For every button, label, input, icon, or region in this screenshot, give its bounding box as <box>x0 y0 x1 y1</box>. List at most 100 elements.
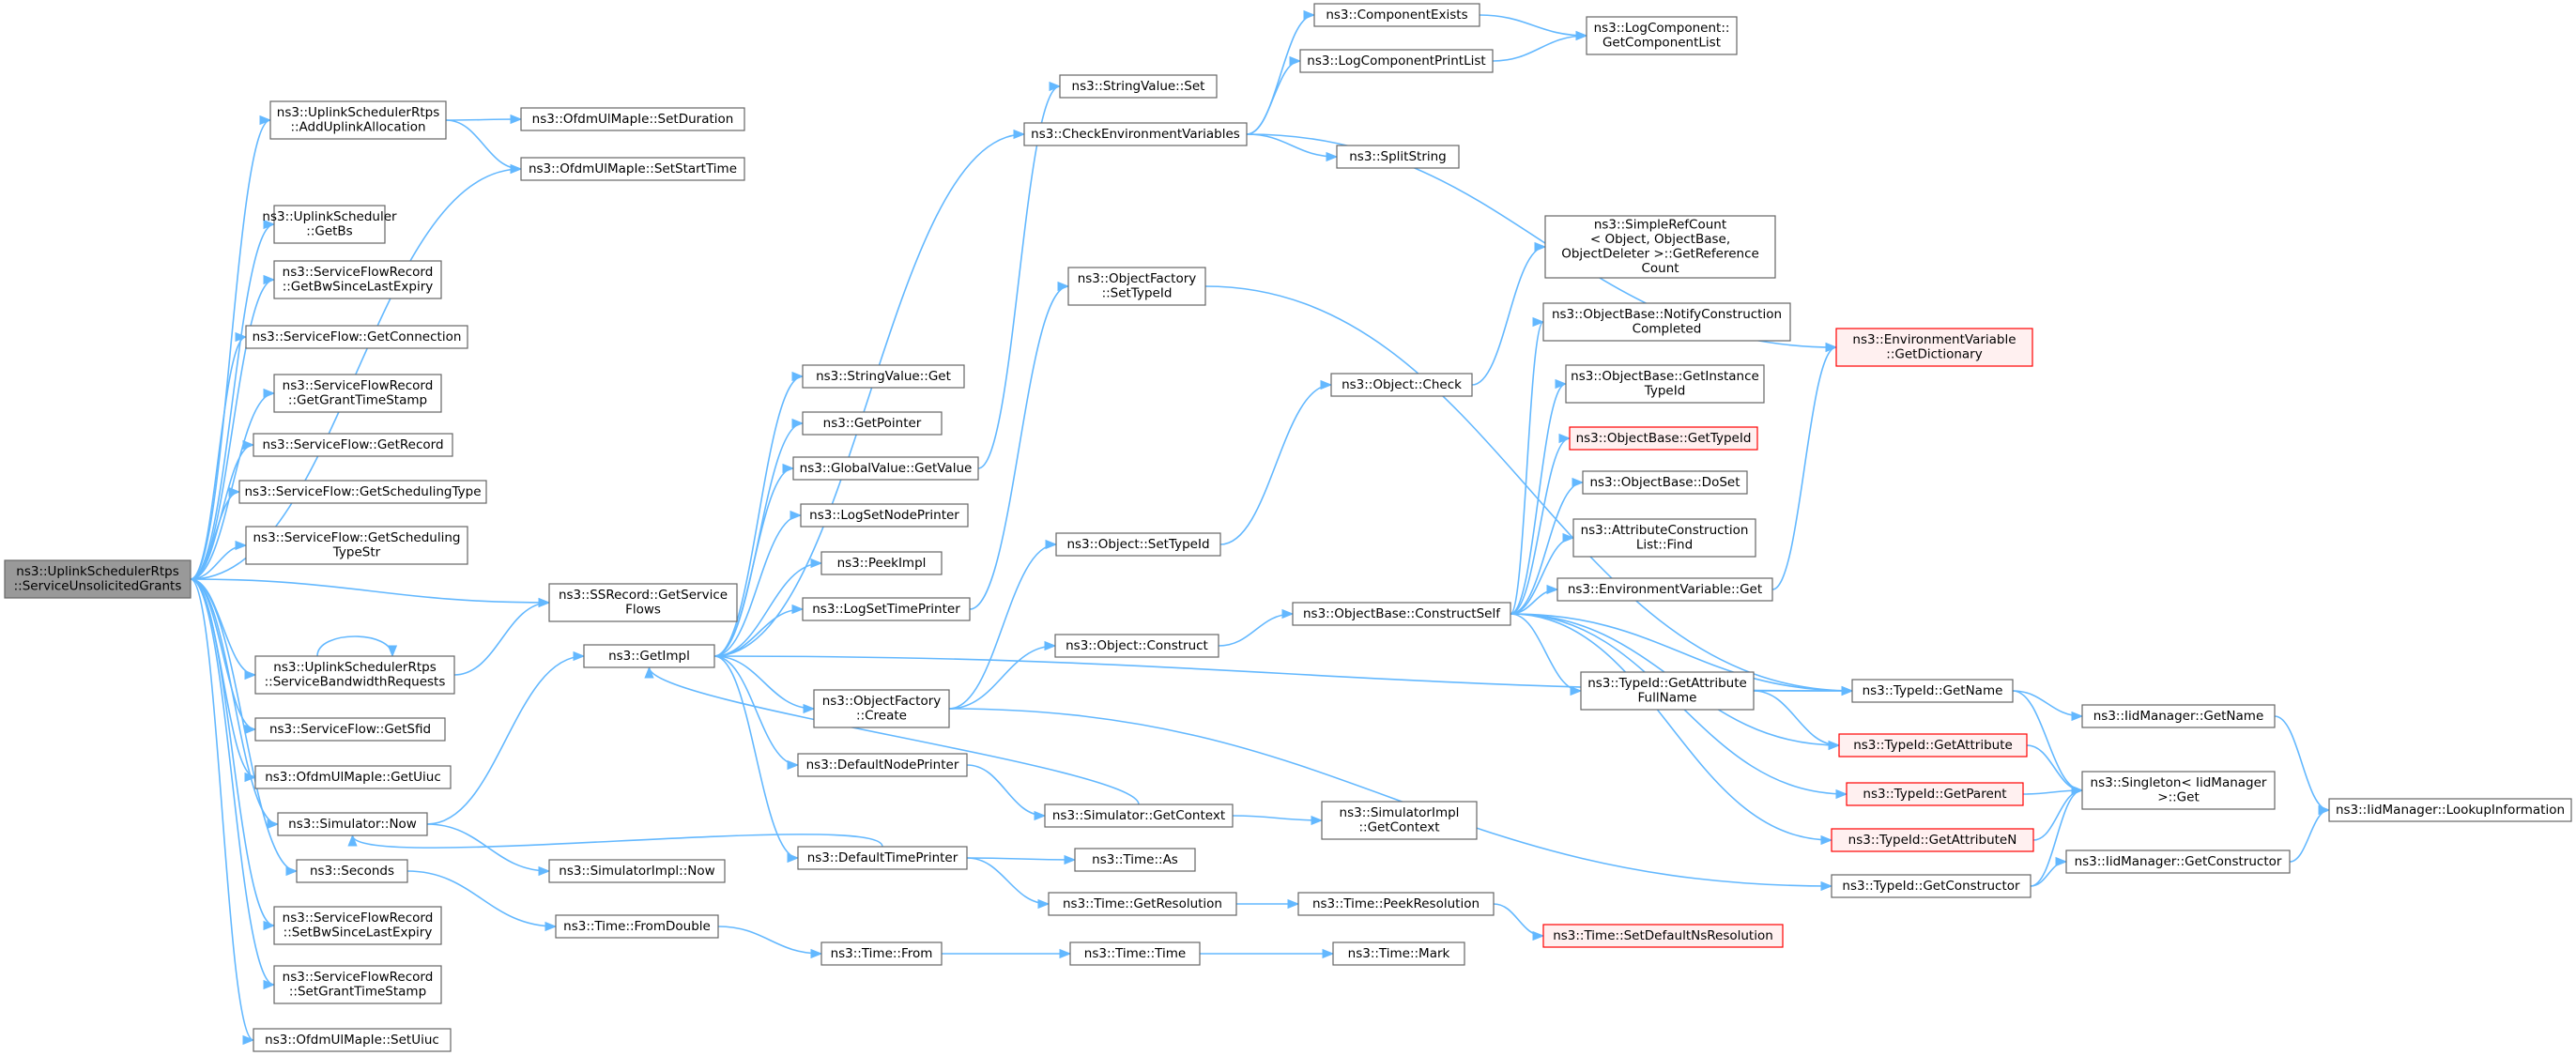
node-log-comp-get-list[interactable]: ns3::LogComponent::GetComponentList <box>1586 16 1738 55</box>
node-time-time[interactable]: ns3::Time::Time <box>1069 941 1201 966</box>
node-root[interactable]: ns3::UplinkSchedulerRtps::ServiceUnsolic… <box>4 559 192 599</box>
node-def-time-printer[interactable]: ns3::DefaultTimePrinter <box>797 846 968 870</box>
node-tid-get-name[interactable]: ns3::TypeId::GetName <box>1851 679 2014 703</box>
edge-iid-get-ctor-to-iid-lookup <box>2289 804 2331 863</box>
node-split-string[interactable]: ns3::SplitString <box>1336 145 1460 169</box>
node-label-line: ns3::Simulator::GetContext <box>1052 808 1225 823</box>
node-set-grant-ts[interactable]: ns3::ServiceFlowRecord::SetGrantTimeStam… <box>273 965 442 1004</box>
node-peek-impl[interactable]: ns3::PeekImpl <box>820 551 943 575</box>
node-env-get[interactable]: ns3::EnvironmentVariable::Get <box>1556 577 1773 602</box>
node-get-pointer[interactable]: ns3::GetPointer <box>802 411 943 436</box>
node-ob-get-type-id[interactable]: ns3::ObjectBase::GetTypeId <box>1569 426 1758 451</box>
node-ob-notify[interactable]: ns3::ObjectBase::NotifyConstructionCompl… <box>1542 302 1791 342</box>
node-log-comp-print[interactable]: ns3::LogComponentPrintList <box>1299 49 1494 73</box>
node-label-line: < Object, ObjectBase, <box>1590 232 1730 247</box>
node-label-line: ns3::ServiceFlowRecord <box>283 970 434 985</box>
node-time-mark[interactable]: ns3::Time::Mark <box>1332 941 1465 966</box>
node-set-bw-since[interactable]: ns3::ServiceFlowRecord::SetBwSinceLastEx… <box>273 906 442 945</box>
node-of-create[interactable]: ns3::ObjectFactory::Create <box>813 689 950 728</box>
node-box <box>1580 671 1755 711</box>
node-sim-now[interactable]: ns3::Simulator::Now <box>277 812 428 836</box>
node-box <box>548 583 738 622</box>
node-get-bw-since[interactable]: ns3::ServiceFlowRecord::GetBwSinceLastEx… <box>273 260 442 299</box>
node-label-line: ns3::Singleton< IidManager <box>2091 775 2267 790</box>
node-label-line: ns3::LogSetNodePrinter <box>809 508 959 523</box>
node-obj-set-type-id[interactable]: ns3::Object::SetTypeId <box>1055 532 1221 557</box>
node-sim-impl-now[interactable]: ns3::SimulatorImpl::Now <box>548 859 726 883</box>
node-def-node-printer[interactable]: ns3::DefaultNodePrinter <box>797 753 968 777</box>
node-time-set-def-ns[interactable]: ns3::Time::SetDefaultNsResolution <box>1542 924 1784 948</box>
node-simple-ref-count[interactable]: ns3::SimpleRefCount< Object, ObjectBase,… <box>1544 215 1776 279</box>
node-box <box>1582 470 1748 495</box>
node-ob-do-set[interactable]: ns3::ObjectBase::DoSet <box>1582 470 1748 495</box>
node-set-duration[interactable]: ns3::OfdmUlMapIe::SetDuration <box>520 107 745 131</box>
node-label-line: ns3::ServiceFlow::GetScheduling <box>253 530 460 545</box>
edge-root-to-get-uiuc <box>190 578 257 783</box>
node-label-line: >::Get <box>2157 790 2199 805</box>
edge-service-bw-self-loop <box>316 635 398 658</box>
node-gv-get-value[interactable]: ns3::GlobalValue::GetValue <box>792 456 979 481</box>
node-box <box>296 859 408 883</box>
node-get-sched-type[interactable]: ns3::ServiceFlow::GetSchedulingType <box>238 480 487 504</box>
node-get-record[interactable]: ns3::ServiceFlow::GetRecord <box>253 433 453 457</box>
node-get-connection[interactable]: ns3::ServiceFlow::GetConnection <box>245 325 468 349</box>
node-label-line: ns3::Time::SetDefaultNsResolution <box>1553 928 1773 943</box>
edge-seconds-to-from-double <box>406 870 558 932</box>
node-set-uiuc[interactable]: ns3::OfdmUlMapIe::SetUiuc <box>253 1028 452 1052</box>
node-time-get-res[interactable]: ns3::Time::GetResolution <box>1048 892 1237 916</box>
node-label-line: List::Find <box>1636 538 1693 553</box>
node-get-bs[interactable]: ns3::UplinkScheduler::GetBs <box>262 205 397 244</box>
node-log-set-time[interactable]: ns3::LogSetTimePrinter <box>802 597 971 621</box>
node-set-start-time[interactable]: ns3::OfdmUlMapIe::SetStartTime <box>520 157 745 181</box>
node-log-set-node[interactable]: ns3::LogSetNodePrinter <box>800 503 969 528</box>
node-env-get-dict[interactable]: ns3::EnvironmentVariable::GetDictionary <box>1835 328 2033 367</box>
edge-root-to-set-grant-ts <box>190 578 276 989</box>
node-str-val-get[interactable]: ns3::StringValue::Get <box>802 364 965 389</box>
node-check-env[interactable]: ns3::CheckEnvironmentVariables <box>1023 122 1248 146</box>
edge-sim-now-to-get-impl <box>426 650 586 825</box>
node-comp-exists[interactable]: ns3::ComponentExists <box>1313 3 1480 27</box>
node-get-sfid[interactable]: ns3::ServiceFlow::GetSfid <box>254 717 446 742</box>
node-singleton-get[interactable]: ns3::Singleton< IidManager>::Get <box>2081 771 2276 810</box>
node-label-line: ns3::PeekImpl <box>837 556 927 571</box>
node-tid-get-parent[interactable]: ns3::TypeId::GetParent <box>1846 782 2024 806</box>
node-str-val-set[interactable]: ns3::StringValue::Set <box>1059 74 1218 99</box>
node-obj-construct[interactable]: ns3::Object::Construct <box>1054 634 1219 658</box>
edge-obj-set-type-id-to-obj-check <box>1219 379 1333 545</box>
node-get-impl[interactable]: ns3::GetImpl <box>583 644 715 668</box>
node-label-line: ns3::SSRecord::GetService <box>559 588 728 603</box>
node-iid-get-ctor[interactable]: ns3::IidManager::GetConstructor <box>2065 849 2291 874</box>
node-time-peek-res[interactable]: ns3::Time::PeekResolution <box>1297 892 1495 916</box>
node-tid-get-attr[interactable]: ns3::TypeId::GetAttribute <box>1838 733 2028 758</box>
node-get-grant-ts[interactable]: ns3::ServiceFlowRecord::GetGrantTimeStam… <box>273 374 442 413</box>
node-label-line: ns3::GlobalValue::GetValue <box>800 461 973 476</box>
node-time-as[interactable]: ns3::Time::As <box>1074 848 1196 872</box>
node-box <box>1074 848 1196 872</box>
node-time-from[interactable]: ns3::Time::From <box>820 941 943 966</box>
node-label-line: Completed <box>1633 322 1702 337</box>
node-seconds[interactable]: ns3::Seconds <box>296 859 408 883</box>
node-label-line: ns3::ObjectBase::DoSet <box>1589 475 1740 490</box>
node-obj-check[interactable]: ns3::Object::Check <box>1330 373 1473 397</box>
node-from-double[interactable]: ns3::Time::FromDouble <box>555 914 719 939</box>
node-label-line: GetComponentList <box>1602 36 1721 51</box>
node-label-line: ns3::Time::FromDouble <box>563 919 711 934</box>
node-get-uiuc[interactable]: ns3::OfdmUlMapIe::GetUiuc <box>254 765 452 789</box>
edge-time-peek-res-to-time-set-def-ns <box>1493 903 1545 941</box>
node-ob-construct-self[interactable]: ns3::ObjectBase::ConstructSelf <box>1292 602 1511 626</box>
node-add-uplink[interactable]: ns3::UplinkSchedulerRtps::AddUplinkAlloc… <box>269 100 447 140</box>
node-iid-get-name[interactable]: ns3::IidManager::GetName <box>2081 704 2276 728</box>
node-service-bw[interactable]: ns3::UplinkSchedulerRtps::ServiceBandwid… <box>254 655 455 695</box>
node-sim-get-context[interactable]: ns3::Simulator::GetContext <box>1044 803 1234 828</box>
node-tid-get-attr-n[interactable]: ns3::TypeId::GetAttributeN <box>1831 828 2034 852</box>
node-iid-lookup[interactable]: ns3::IidManager::LookupInformation <box>2328 798 2572 822</box>
node-of-set-type-id[interactable]: ns3::ObjectFactory::SetTypeId <box>1067 267 1206 306</box>
node-sim-impl-get-ctx[interactable]: ns3::SimulatorImpl::GetContext <box>1321 801 1478 840</box>
node-tid-get-ctor[interactable]: ns3::TypeId::GetConstructor <box>1831 874 2032 898</box>
node-label-line: ::GetContext <box>1358 820 1439 835</box>
